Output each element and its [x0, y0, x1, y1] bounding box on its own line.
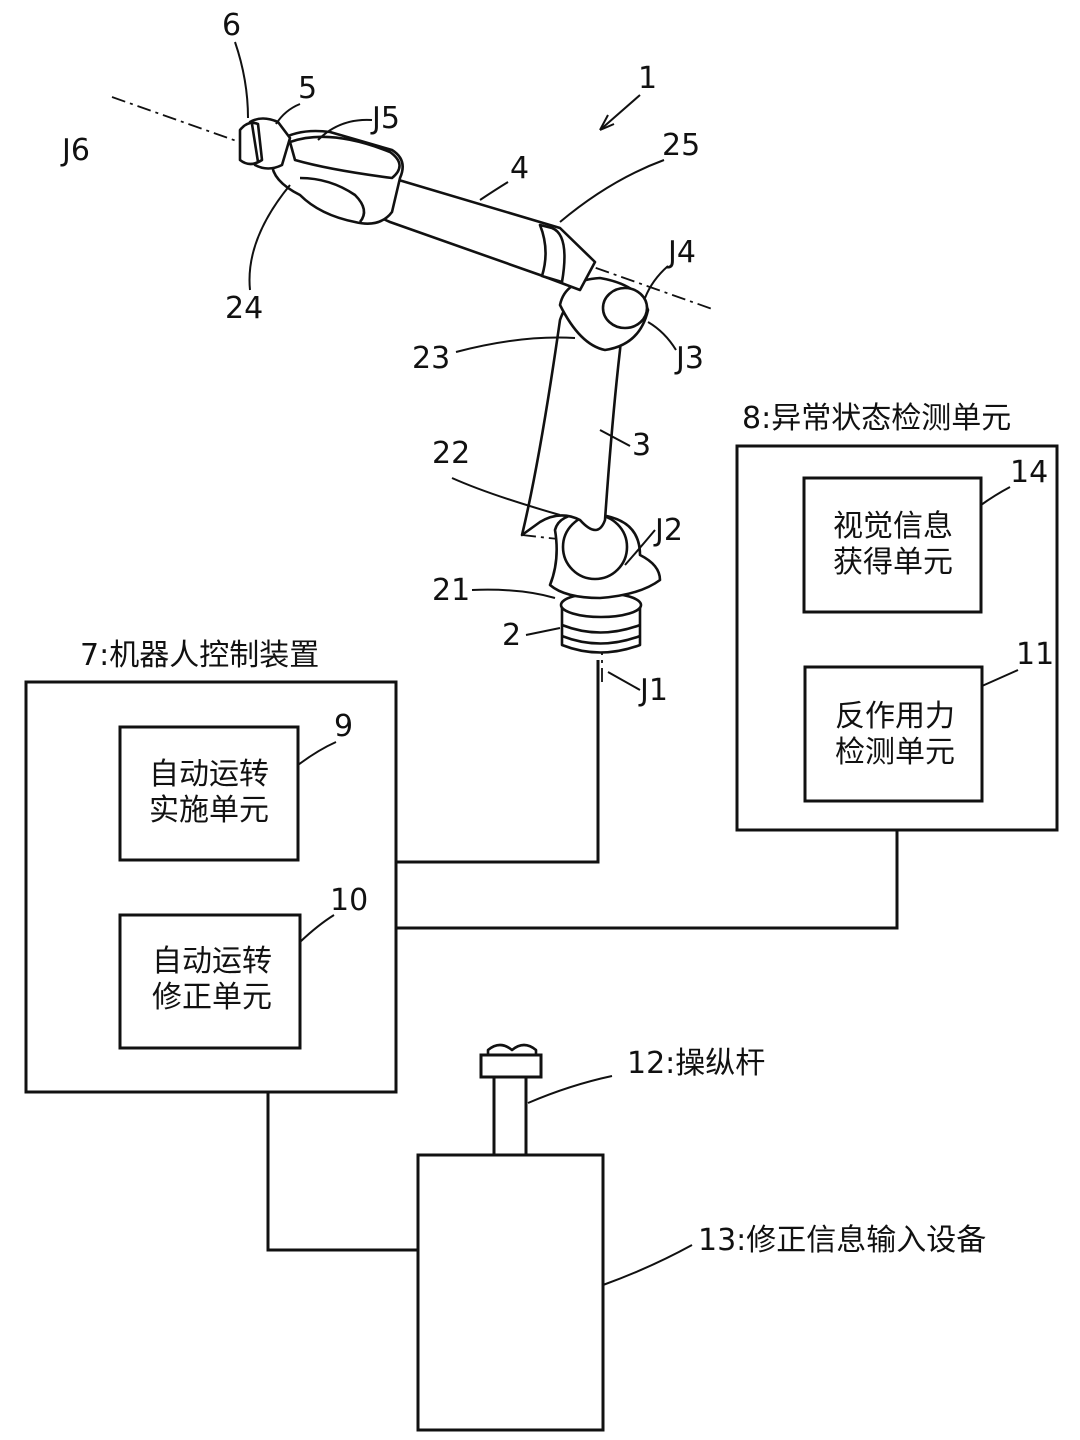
auto-run-unit-text-2: 实施单元	[149, 793, 269, 828]
label-axis-j2: J2	[653, 513, 683, 548]
label-part-6: 6	[222, 8, 241, 43]
wire-detector-to-controller	[396, 830, 899, 930]
label-part-5: 5	[298, 71, 317, 106]
visual-info-unit-box	[802, 476, 983, 614]
joystick-knob	[479, 1053, 543, 1079]
robot-ring-24	[538, 223, 566, 284]
label-axis-j1: J1	[638, 673, 668, 708]
reaction-force-unit-ref: 11	[1016, 637, 1054, 672]
joint-j3-disc	[601, 286, 649, 330]
visual-info-unit-text-2: 获得单元	[833, 545, 953, 580]
detector-label: 8:异常状态检测单元	[742, 401, 1011, 436]
robot-controller: 7:机器人控制装置 自动运转 实施单元 9 自动运转 修正单元 10	[24, 638, 398, 1094]
auto-run-unit-box	[118, 725, 300, 862]
label-joint-21: 21	[432, 573, 470, 608]
robot-base	[559, 591, 643, 654]
controller-label: 7:机器人控制装置	[80, 638, 319, 673]
label-joint-25: 24	[225, 291, 263, 326]
visual-info-unit-text-1: 视觉信息	[833, 509, 953, 544]
correction-input-device: 13:修正信息输入设备	[416, 1153, 986, 1432]
reaction-force-unit-text-2: 检测单元	[835, 735, 955, 770]
axis-j6-line	[111, 96, 716, 311]
joystick-knob-top	[486, 1043, 538, 1057]
label-joint-24: 25	[662, 128, 700, 163]
label-joint-22: 22	[432, 436, 470, 471]
auto-run-unit-ref: 9	[334, 709, 353, 744]
label-part-3: 3	[632, 428, 651, 463]
label-part-4: 4	[510, 151, 529, 186]
joystick-stick	[492, 1075, 528, 1157]
auto-fix-unit-text-2: 修正单元	[152, 980, 272, 1015]
joystick: 12:操纵杆	[479, 1043, 765, 1157]
label-axis-j5: J5	[370, 101, 400, 136]
label-axis-j3: J3	[674, 341, 704, 376]
auto-fix-unit-ref: 10	[330, 883, 368, 918]
wire-controller-to-input	[266, 1092, 418, 1252]
auto-fix-unit-text-1: 自动运转	[152, 944, 272, 979]
label-joint-23: 23	[412, 341, 450, 376]
reaction-force-unit-box	[803, 665, 984, 803]
label-axis-j4: J4	[666, 235, 696, 270]
reaction-force-unit-text-1: 反作用力	[835, 699, 955, 734]
label-robot-ref: 1	[638, 61, 657, 96]
robot-labels: 1 6 5 J5 J6 4 25 J4 24 23 J3 3 22 J2 21 …	[60, 8, 704, 708]
auto-run-unit-text-1: 自动运转	[149, 757, 269, 792]
robot-tool-tip	[238, 121, 264, 166]
input-device-label: 13:修正信息输入设备	[698, 1223, 986, 1258]
joystick-label: 12:操纵杆	[627, 1046, 765, 1081]
auto-fix-unit-box	[118, 913, 302, 1050]
label-axis-j6: J6	[60, 133, 90, 168]
label-part-2: 2	[502, 618, 521, 653]
input-device-box	[416, 1153, 605, 1432]
anomaly-detector: 8:异常状态检测单元 视觉信息 获得单元 14 反作用力 检测单元 11	[735, 401, 1059, 832]
connection-wires	[266, 660, 899, 1252]
robot-arm	[111, 96, 716, 685]
visual-info-unit-ref: 14	[1010, 455, 1048, 490]
robot-lower-arm	[520, 292, 623, 537]
wire-robot-to-controller	[396, 660, 600, 864]
